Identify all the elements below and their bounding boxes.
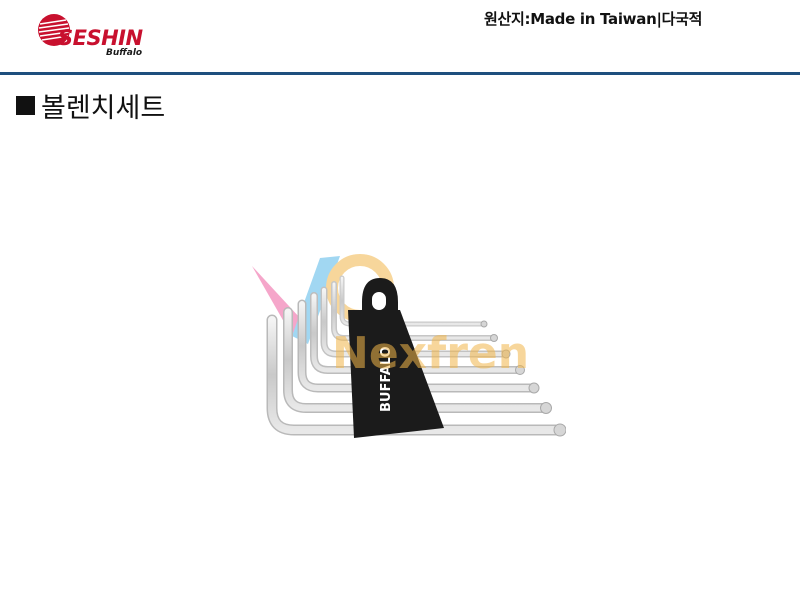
product-image: BUFFALO Nexfren — [248, 248, 567, 438]
brand-sub: Buffalo — [106, 48, 143, 58]
ball-wrench-set-illustration: BUFFALO Nexfren — [252, 254, 567, 438]
brand-name: SESHIN — [58, 26, 143, 50]
holder-label: BUFFALO — [379, 346, 394, 412]
title-bullet-icon — [16, 96, 35, 115]
watermark-text: Nexfren — [332, 328, 529, 379]
seshin-logo: SESHIN Buffalo — [36, 10, 152, 60]
ball-ends — [480, 320, 567, 437]
page-title: 볼렌치세트 — [16, 86, 165, 125]
key-holder: BUFFALO — [348, 278, 444, 438]
page-title-text: 볼렌치세트 — [41, 93, 166, 124]
header-divider — [0, 72, 800, 75]
origin-text: 원산지:Made in Taiwan|다국적 — [484, 10, 703, 28]
seshin-logo-mark-icon — [38, 14, 70, 46]
